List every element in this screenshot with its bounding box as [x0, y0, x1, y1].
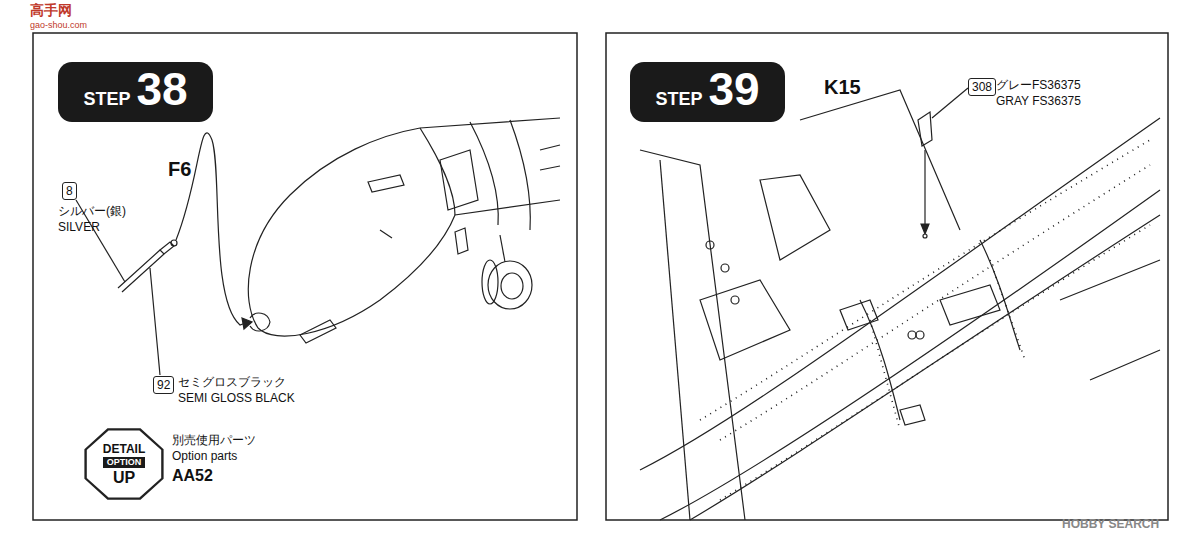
note-text: SILVER	[58, 221, 100, 235]
step-number: 38	[136, 66, 187, 112]
watermark: HOBBY SEARCH	[1062, 518, 1159, 532]
badge-text: DETAIL	[103, 443, 145, 455]
note-text: GRAY FS36375	[996, 95, 1081, 109]
step-number: 39	[708, 66, 759, 112]
step-badge: STEP 38	[58, 62, 213, 122]
badge-text: UP	[113, 470, 135, 486]
step-badge: STEP 39	[630, 62, 785, 122]
watermark: 高手网	[30, 2, 72, 18]
callout-number: 308	[972, 80, 992, 94]
note-text: AA52	[172, 467, 213, 485]
callout-number: 8	[66, 184, 73, 198]
note-text: Option parts	[172, 450, 237, 464]
watermark: gao-shou.com	[30, 20, 87, 30]
note-text: 別売使用パーツ	[172, 434, 256, 448]
step-word: STEP	[83, 90, 130, 108]
note-text: SEMI GLOSS BLACK	[178, 392, 295, 406]
note-text: セミグロスブラック	[178, 376, 286, 390]
note-text: グレーFS36375	[996, 79, 1081, 93]
paint-number: 92	[153, 376, 174, 394]
step-word: STEP	[655, 90, 702, 108]
paint-number: 8	[62, 182, 77, 200]
part-name: F6	[168, 158, 191, 181]
callout-number: 92	[157, 378, 170, 392]
badge-text: OPTION	[103, 457, 146, 468]
note-text: シルバー(銀)	[58, 205, 126, 219]
paint-number: 308	[968, 78, 996, 96]
detail-up-badge: DETAIL OPTION UP	[84, 428, 164, 500]
part-name: K15	[824, 76, 861, 99]
